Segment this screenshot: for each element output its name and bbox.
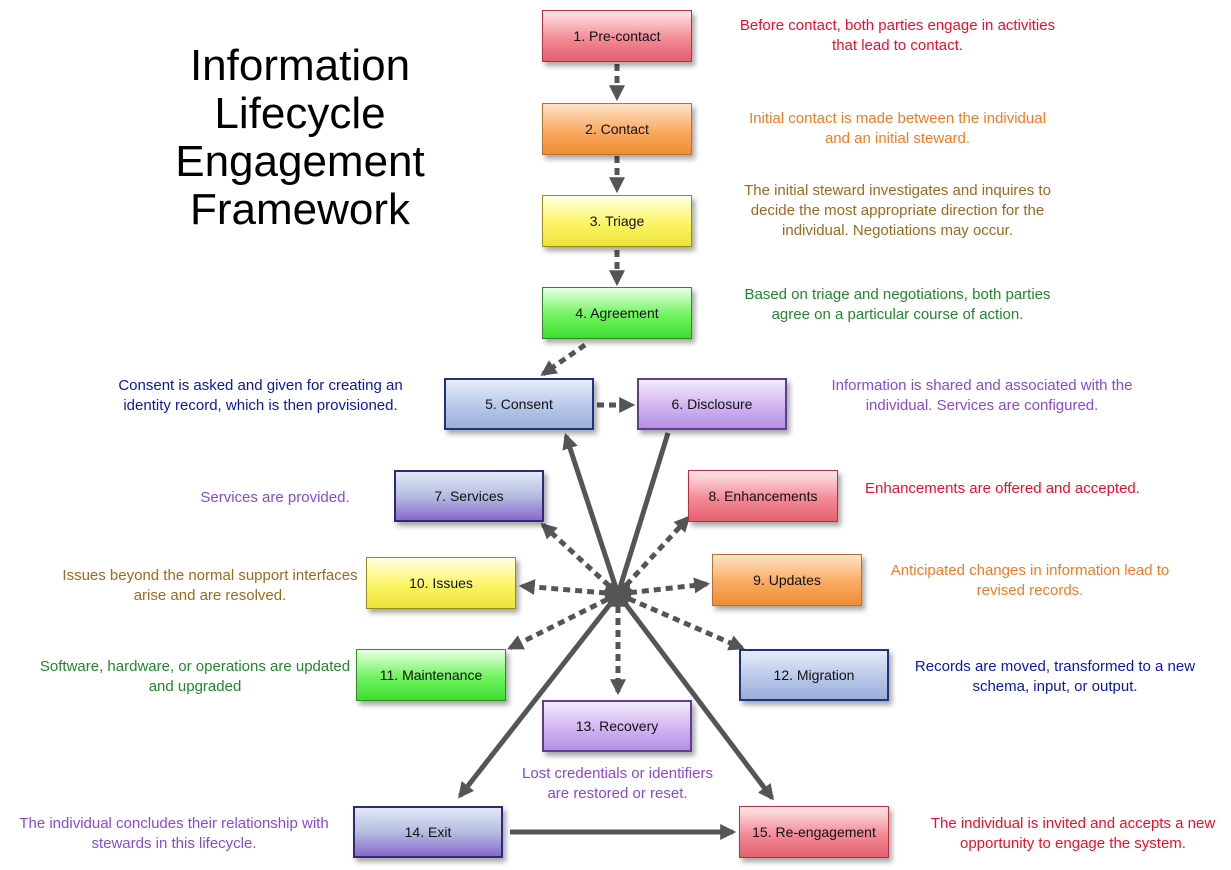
desc-re-engagement: The individual is invited and accepts a … [930, 815, 1216, 852]
desc-migration: Records are moved, transformed to a new … [914, 658, 1196, 695]
arrow-hub-to-12 [615, 591, 745, 651]
arrow-hub-to-5 [562, 432, 621, 595]
stage-box-consent: 5. Consent [444, 378, 594, 430]
stage-label: 6. Disclosure [671, 396, 753, 412]
desc-recovery: Lost credentials or identifiers are rest… [522, 765, 713, 802]
stage-label: 10. Issues [409, 575, 473, 591]
stage-label: 15. Re-engagement [752, 824, 876, 840]
desc-exit: The individual concludes their relations… [19, 815, 329, 852]
stage-label: 7. Services [434, 488, 504, 504]
desc-consent: Consent is asked and given for creating … [118, 377, 403, 414]
title-line-1: Information [189, 41, 411, 90]
arrow-hub-to-14 [458, 592, 620, 799]
stage-label: 9. Updates [753, 572, 821, 588]
stage-box-services: 7. Services [394, 470, 544, 522]
desc-contact: Initial contact is made between the indi… [749, 110, 1046, 147]
title-line-3: Engagement [175, 137, 425, 186]
stage-box-enhancements: 8. Enhancements [688, 470, 838, 522]
arrow-hub-to-11 [507, 591, 621, 651]
desc-services: Services are provided. [200, 489, 350, 506]
stage-label: 14. Exit [404, 824, 452, 840]
stage-label: 2. Contact [585, 121, 649, 137]
title-line-4: Framework [189, 185, 411, 234]
stage-box-pre-contact: 1. Pre-contact [542, 10, 692, 62]
desc-agreement: Based on triage and negotiations, both p… [744, 286, 1051, 323]
desc-enhancements: Enhancements are offered and accepted. [865, 480, 1140, 497]
stage-box-issues: 10. Issues [366, 557, 516, 609]
stage-label: 1. Pre-contact [573, 28, 661, 44]
stage-label: 11. Maintenance [379, 667, 483, 683]
stage-box-re-engagement: 15. Re-engagement [739, 806, 889, 858]
stage-box-recovery: 13. Recovery [542, 700, 692, 752]
arrow-hub-to-9 [614, 577, 711, 601]
stage-label: 13. Recovery [575, 718, 659, 734]
stage-label: 5. Consent [485, 396, 553, 412]
stage-box-contact: 2. Contact [542, 103, 692, 155]
stage-label: 8. Enhancements [708, 488, 818, 504]
desc-issues: Issues beyond the normal support interfa… [62, 567, 358, 604]
desc-updates: Anticipated changes in information lead … [890, 562, 1170, 599]
hub-node [614, 590, 622, 598]
arrow-hub-to-15 [616, 592, 774, 801]
desc-pre-contact: Before contact, both parties engage in a… [739, 17, 1056, 54]
stage-label: 4. Agreement [575, 305, 659, 321]
desc-triage: The initial steward investigates and inq… [744, 182, 1051, 239]
stage-box-disclosure: 6. Disclosure [637, 378, 787, 430]
arrow-6-to-hub [615, 432, 671, 595]
title-line-2: Lifecycle [214, 89, 386, 138]
desc-disclosure: Information is shared and associated wit… [831, 377, 1133, 414]
stage-label: 12. Migration [773, 667, 855, 683]
stage-box-migration: 12. Migration [739, 649, 889, 701]
arrow-hub-to-10 [518, 579, 622, 601]
stage-box-exit: 14. Exit [353, 806, 503, 858]
stage-box-maintenance: 11. Maintenance [356, 649, 506, 701]
stage-box-updates: 9. Updates [712, 554, 862, 606]
stage-label: 3. Triage [589, 213, 645, 229]
desc-maintenance: Software, hardware, or operations are up… [39, 658, 351, 695]
diagram-title: Information Lifecycle Engagement Framewo… [150, 42, 450, 234]
stage-box-agreement: 4. Agreement [542, 287, 692, 339]
stage-box-triage: 3. Triage [542, 195, 692, 247]
arrow-4-to-5 [540, 342, 587, 377]
